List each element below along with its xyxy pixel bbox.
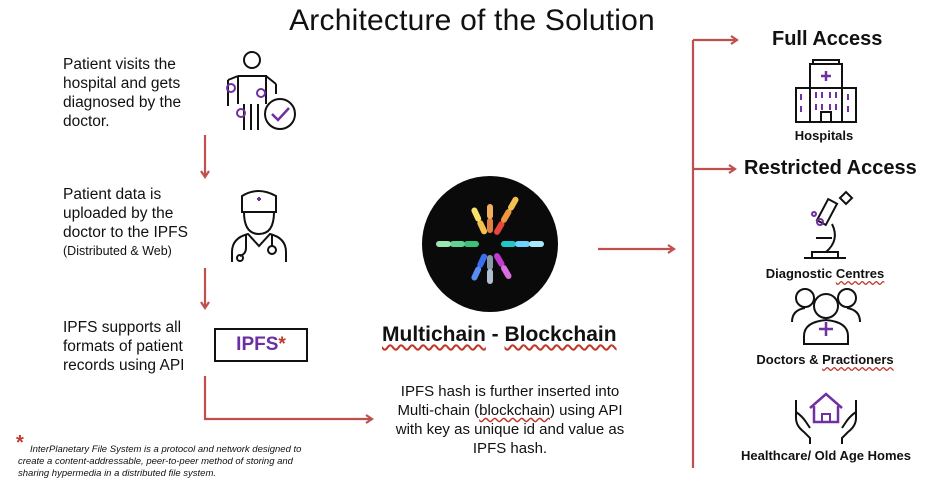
- step-2-text: Patient data is uploaded by the doctor t…: [63, 185, 188, 261]
- step-2-line: uploaded by the: [63, 205, 174, 222]
- label-fragment: Practioners: [822, 352, 894, 367]
- arrow-ipfs-to-multichain: [203, 376, 374, 424]
- logo-spoke-segment: [501, 265, 512, 279]
- label-fragment: Centres: [835, 266, 885, 281]
- desc-fragment: Multi-chain (: [397, 402, 480, 419]
- step-2-line: Patient data is: [63, 186, 162, 203]
- healthcare-home-icon: [795, 392, 857, 444]
- multichain-description: IPFS hash is further inserted into Multi…: [370, 382, 650, 458]
- step-2-note: (Distributed & Web): [63, 244, 172, 258]
- multichain-logo: [422, 176, 558, 312]
- multichain-title-part: Multichain: [382, 323, 486, 346]
- full-access-heading: Full Access: [772, 28, 883, 50]
- logo-spoke-segment: [494, 253, 505, 267]
- label-fragment: Diagnostic: [765, 266, 836, 281]
- desc-fragment: ) using API: [550, 402, 623, 419]
- hospital-icon: [795, 59, 857, 123]
- multichain-title-sep: -: [485, 323, 505, 346]
- healthcare-label: Healthcare/ Old Age Homes: [740, 448, 911, 463]
- footnote-line: InterPlanetary File System is a protocol…: [30, 444, 302, 455]
- footnote-line: create a content-addressable, peer-to-pe…: [18, 456, 293, 467]
- multichain-desc-line: IPFS hash.: [472, 440, 548, 457]
- step-2-line: doctor to the IPFS: [63, 224, 188, 241]
- logo-spoke-segment: [477, 253, 488, 268]
- multichain-desc-line: IPFS hash is further inserted into: [400, 383, 620, 400]
- step-1-text: Patient visits the hospital and gets dia…: [63, 55, 181, 131]
- logo-spoke-segment: [471, 207, 482, 222]
- footnote-star: *: [16, 432, 24, 454]
- logo-spoke-segment: [508, 196, 519, 211]
- multichain-title-part: Blockchain: [504, 323, 617, 346]
- step-3-text: IPFS supports all formats of patient rec…: [63, 318, 184, 375]
- page-title: Architecture of the Solution: [289, 4, 655, 37]
- logo-spoke-segment: [477, 220, 488, 235]
- ipfs-footnote-marker: *: [278, 334, 286, 355]
- multichain-desc-line: with key as unique id and value as: [395, 421, 625, 438]
- step-1-line: Patient visits the: [63, 56, 176, 73]
- ipfs-label: IPFS: [236, 334, 279, 355]
- multichain-title: Multichain - Blockchain: [382, 323, 617, 347]
- logo-spoke-segment: [471, 266, 482, 281]
- logo-spoke-segment: [494, 221, 505, 235]
- doctor-icon: [231, 190, 287, 262]
- restricted-access-heading: Restricted Access: [744, 157, 917, 179]
- step-1-line: doctor.: [63, 113, 110, 130]
- multichain-desc-line: Multi-chain (blockchain) using API: [370, 401, 650, 420]
- doctors-label: Doctors & Practioners: [735, 352, 915, 367]
- footnote-line: sharing hypermedia in a distributed file…: [18, 468, 217, 479]
- label-fragment: Doctors &: [756, 352, 823, 367]
- hospitals-label: Hospitals: [794, 128, 854, 143]
- step-1-line: diagnosed by the: [63, 94, 182, 111]
- ipfs-box: IPFS*: [214, 328, 308, 362]
- microscope-icon: [804, 190, 854, 259]
- desc-fragment: blockchain: [479, 402, 551, 419]
- ipfs-footnote: * InterPlanetary File System is a protoc…: [16, 433, 378, 480]
- diagnostic-centres-label: Diagnostic Centres: [740, 266, 910, 281]
- step-3-line: records using API: [63, 357, 185, 374]
- step-3-line: formats of patient: [63, 338, 183, 355]
- logo-spoke-segment: [501, 209, 512, 223]
- step-1-line: hospital and gets: [63, 75, 181, 92]
- step-3-line: IPFS supports all: [63, 319, 182, 336]
- patient-diagnosed-icon: [226, 51, 296, 130]
- doctors-group-icon: [791, 288, 861, 345]
